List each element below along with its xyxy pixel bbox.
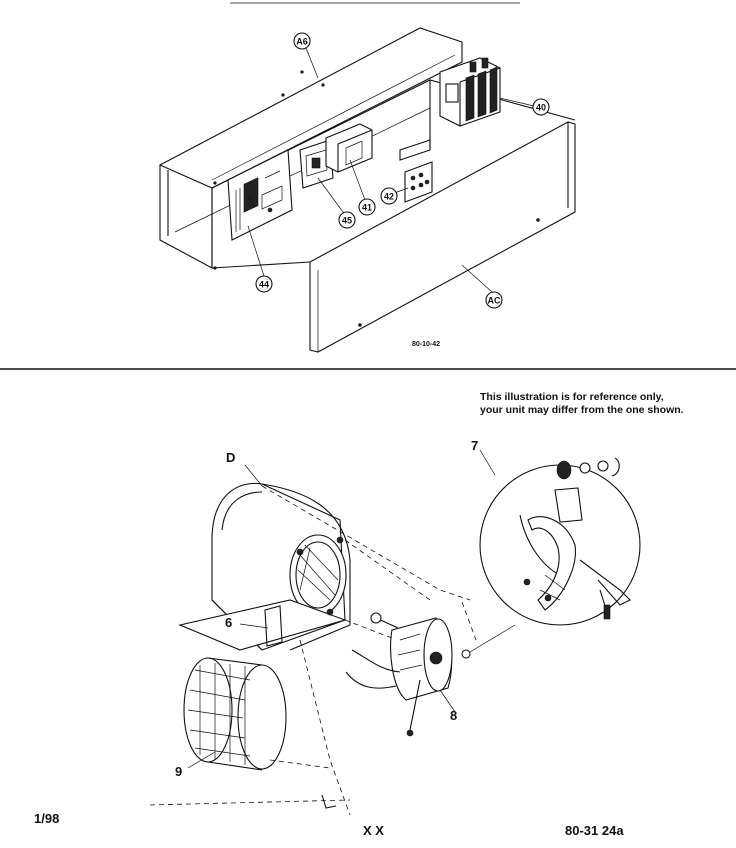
reference-note-line-2: your unit may differ from the one shown. — [480, 404, 684, 416]
label-6: 6 — [225, 615, 232, 630]
label-leaders — [187, 449, 516, 769]
callout-42-text: 42 — [384, 192, 394, 202]
ground-wire — [321, 794, 337, 809]
callout-leaders — [247, 47, 535, 293]
motor-mount-detail — [479, 457, 641, 626]
control-box-diagram: A6 40 41 42 45 44 AC 80-10-42 — [158, 2, 576, 353]
control-board — [227, 149, 293, 241]
callout-44: 44 — [255, 275, 273, 293]
drawing-code: 80-10-42 — [412, 341, 440, 348]
reference-note-line-1: This illustration is for reference only, — [480, 391, 664, 403]
label-9: 9 — [175, 764, 182, 779]
enclosure-housing — [158, 27, 576, 270]
callout-41-text: 41 — [362, 203, 372, 213]
callout-a6: A6 — [293, 32, 311, 50]
callout-42: 42 — [380, 187, 398, 205]
transformer-component — [325, 123, 431, 173]
callout-ac: AC — [485, 291, 503, 309]
label-d: D — [226, 450, 235, 465]
blower-motor — [345, 612, 471, 737]
callout-40: 40 — [532, 98, 550, 116]
callout-41: 41 — [358, 198, 376, 216]
relay-component — [299, 139, 334, 189]
terminal-block — [404, 161, 433, 203]
front-cover-panel — [309, 121, 576, 353]
callout-40-text: 40 — [536, 103, 546, 113]
callout-a6-text: A6 — [296, 37, 308, 47]
label-8: 8 — [450, 708, 457, 723]
callout-45: 45 — [338, 211, 356, 229]
callout-ac-text: AC — [488, 296, 501, 306]
callout-44-text: 44 — [259, 280, 269, 290]
blower-housing — [178, 482, 351, 651]
callout-45-text: 45 — [342, 216, 352, 226]
footer-center-mark: X X — [363, 823, 384, 838]
alignment-dashes — [149, 485, 477, 816]
contactor-component — [439, 57, 501, 127]
blower-wheel — [183, 657, 287, 771]
label-7: 7 — [471, 438, 478, 453]
blower-diagram: This illustration is for reference only,… — [149, 391, 684, 816]
footer-page-code: 80-31 24a — [565, 823, 624, 838]
footer-date: 1/98 — [34, 811, 59, 826]
